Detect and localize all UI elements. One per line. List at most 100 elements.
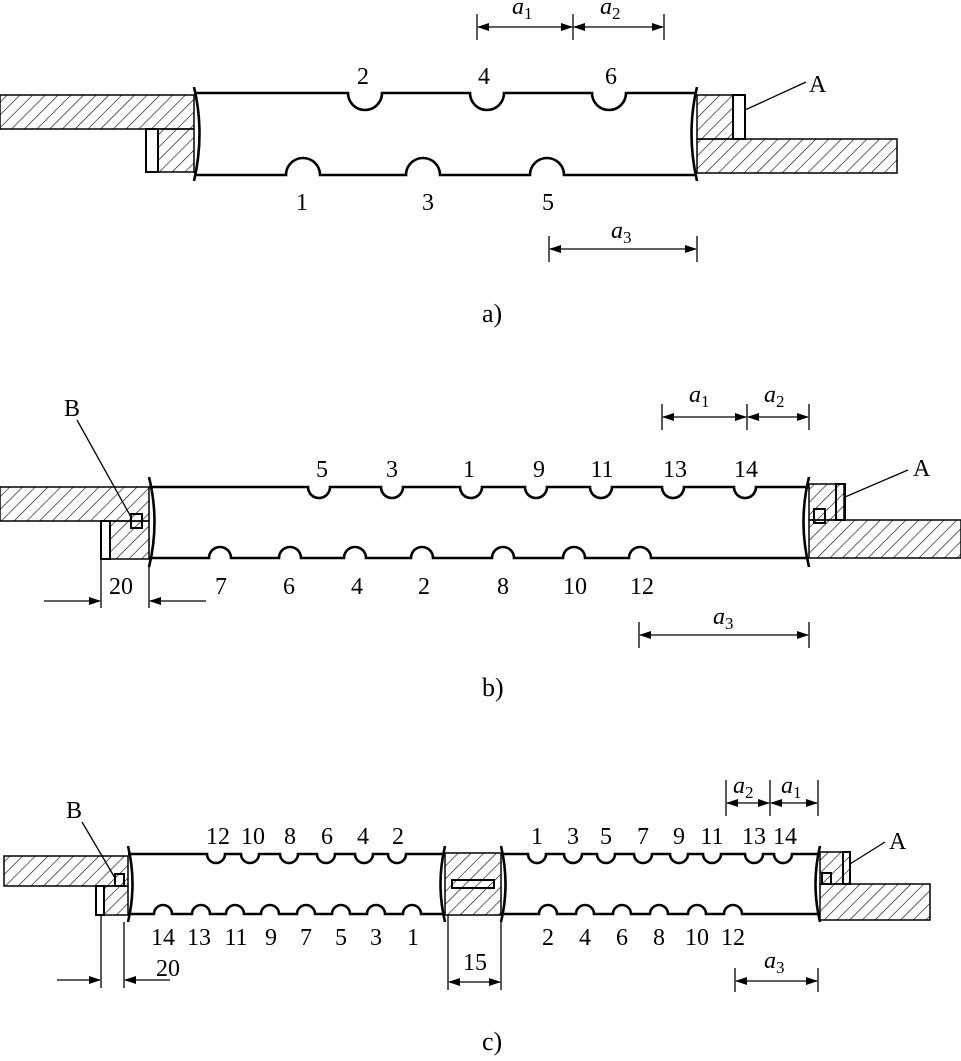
weld-number: 9 [673, 824, 685, 850]
tube-top-edge-a [194, 91, 697, 112]
dim-a1: a1 [689, 382, 710, 411]
dim-a1: a1 [781, 773, 802, 802]
weld-number: 8 [284, 824, 296, 850]
weld-number: 11 [590, 457, 613, 483]
weld-number: 8 [497, 574, 509, 600]
weld-number: 6 [283, 574, 295, 600]
weld-number: 13 [742, 824, 766, 850]
dim-a2: a2 [733, 773, 754, 802]
leader-line-a [744, 81, 807, 111]
caption-b: b) [482, 673, 504, 702]
weld-number: 2 [392, 824, 404, 850]
weld-number: 5 [542, 190, 554, 216]
weld-number: 6 [321, 824, 333, 850]
dim-a1: a1 [512, 0, 533, 23]
weld-number: 10 [685, 925, 709, 951]
weld-number: 14 [734, 457, 758, 483]
label-A: A [889, 829, 907, 855]
label-B: B [66, 798, 82, 824]
right-tube-left-end-c [499, 845, 507, 923]
left-tube-right-end-c [439, 845, 447, 923]
weld-number: 11 [700, 824, 723, 850]
tube-bottom-edge-a [194, 156, 697, 177]
left-tube-left-end-c [126, 845, 134, 923]
weld-number: 7 [637, 824, 649, 850]
dim-20: 20 [109, 574, 133, 600]
weld-number: 9 [265, 925, 277, 951]
left-flange-strip-b [100, 520, 111, 560]
weld-number: 5 [600, 824, 612, 850]
weld-number: 13 [187, 925, 211, 951]
weld-number: 3 [567, 824, 579, 850]
dim-a3: a3 [611, 218, 632, 247]
tube-right-end-a [690, 86, 699, 182]
label-A: A [913, 456, 931, 482]
left-flange-strip-a [145, 128, 159, 173]
caption-c: c) [482, 1027, 502, 1056]
weld-number: 5 [316, 457, 328, 483]
left-wall-c [3, 855, 129, 887]
leader-line-a [844, 469, 909, 498]
right-wall-a [696, 138, 898, 174]
leader-line-a [849, 841, 886, 865]
right-ring-a [696, 94, 734, 140]
weld-number: 3 [386, 457, 398, 483]
weld-number: 7 [300, 925, 312, 951]
weld-number: 10 [241, 824, 265, 850]
label-A: A [809, 72, 827, 98]
weld-number: 1 [296, 190, 308, 216]
right-ring-c [819, 851, 851, 885]
tube-left-end-b [147, 476, 156, 568]
weld-number: 14 [773, 824, 797, 850]
weld-number: 12 [721, 925, 745, 951]
leader-line-b [81, 821, 116, 879]
leader-line-b [76, 419, 132, 518]
weld-number: 6 [605, 64, 617, 90]
left-tube-bottom-edge-c [128, 903, 445, 916]
left-plug-c [114, 873, 125, 887]
weld-number: 9 [533, 457, 545, 483]
weld-number: 1 [407, 925, 419, 951]
middle-coupling-c [444, 852, 502, 916]
dim-a2: a2 [600, 0, 621, 23]
weld-number: 11 [224, 925, 247, 951]
left-wall-a [0, 94, 195, 130]
weld-number: 2 [418, 574, 430, 600]
left-wall-b [0, 486, 150, 522]
weld-number: 14 [151, 925, 175, 951]
weld-number: 2 [542, 925, 554, 951]
right-wall-b [808, 519, 961, 559]
figure-a: 2 4 6 1 3 5 A a1 a2 a3 a) [0, 0, 898, 328]
right-wall-c [819, 883, 931, 921]
right-tube-right-end-c [814, 845, 822, 923]
dim-a3: a3 [764, 948, 785, 977]
weld-number: 12 [630, 574, 654, 600]
left-flange-c [103, 885, 129, 916]
right-tube-bottom-edge-c [501, 903, 820, 916]
right-tube-top-edge-c [501, 852, 820, 865]
dim-20: 20 [156, 956, 180, 982]
weld-number: 7 [215, 574, 227, 600]
weld-number: 6 [616, 925, 628, 951]
left-tube-top-edge-c [128, 852, 445, 865]
tube-top-edge-b [149, 485, 809, 500]
weld-number: 8 [653, 925, 665, 951]
weld-number: 4 [351, 574, 363, 600]
right-ring-strip-a [732, 94, 746, 140]
weld-number: 4 [357, 824, 369, 850]
weld-number: 3 [370, 925, 382, 951]
figure-c: 12 10 8 6 4 2 14 13 11 9 7 5 3 1 1 3 5 7… [3, 773, 931, 1056]
weld-number: 5 [335, 925, 347, 951]
tube-left-end-a [192, 86, 201, 182]
label-B: B [64, 396, 80, 422]
left-flange-b [109, 520, 150, 560]
left-plug-b [130, 513, 143, 529]
weld-number: 13 [663, 457, 687, 483]
dim-a2: a2 [764, 382, 785, 411]
figure-b: 5 3 1 9 11 13 14 7 6 4 2 8 10 12 B A a1 … [0, 382, 961, 702]
weld-number: 12 [206, 824, 230, 850]
dim-a3: a3 [713, 604, 734, 633]
left-flange-a [157, 128, 195, 173]
weld-number: 4 [478, 64, 490, 90]
weld-number: 1 [463, 457, 475, 483]
